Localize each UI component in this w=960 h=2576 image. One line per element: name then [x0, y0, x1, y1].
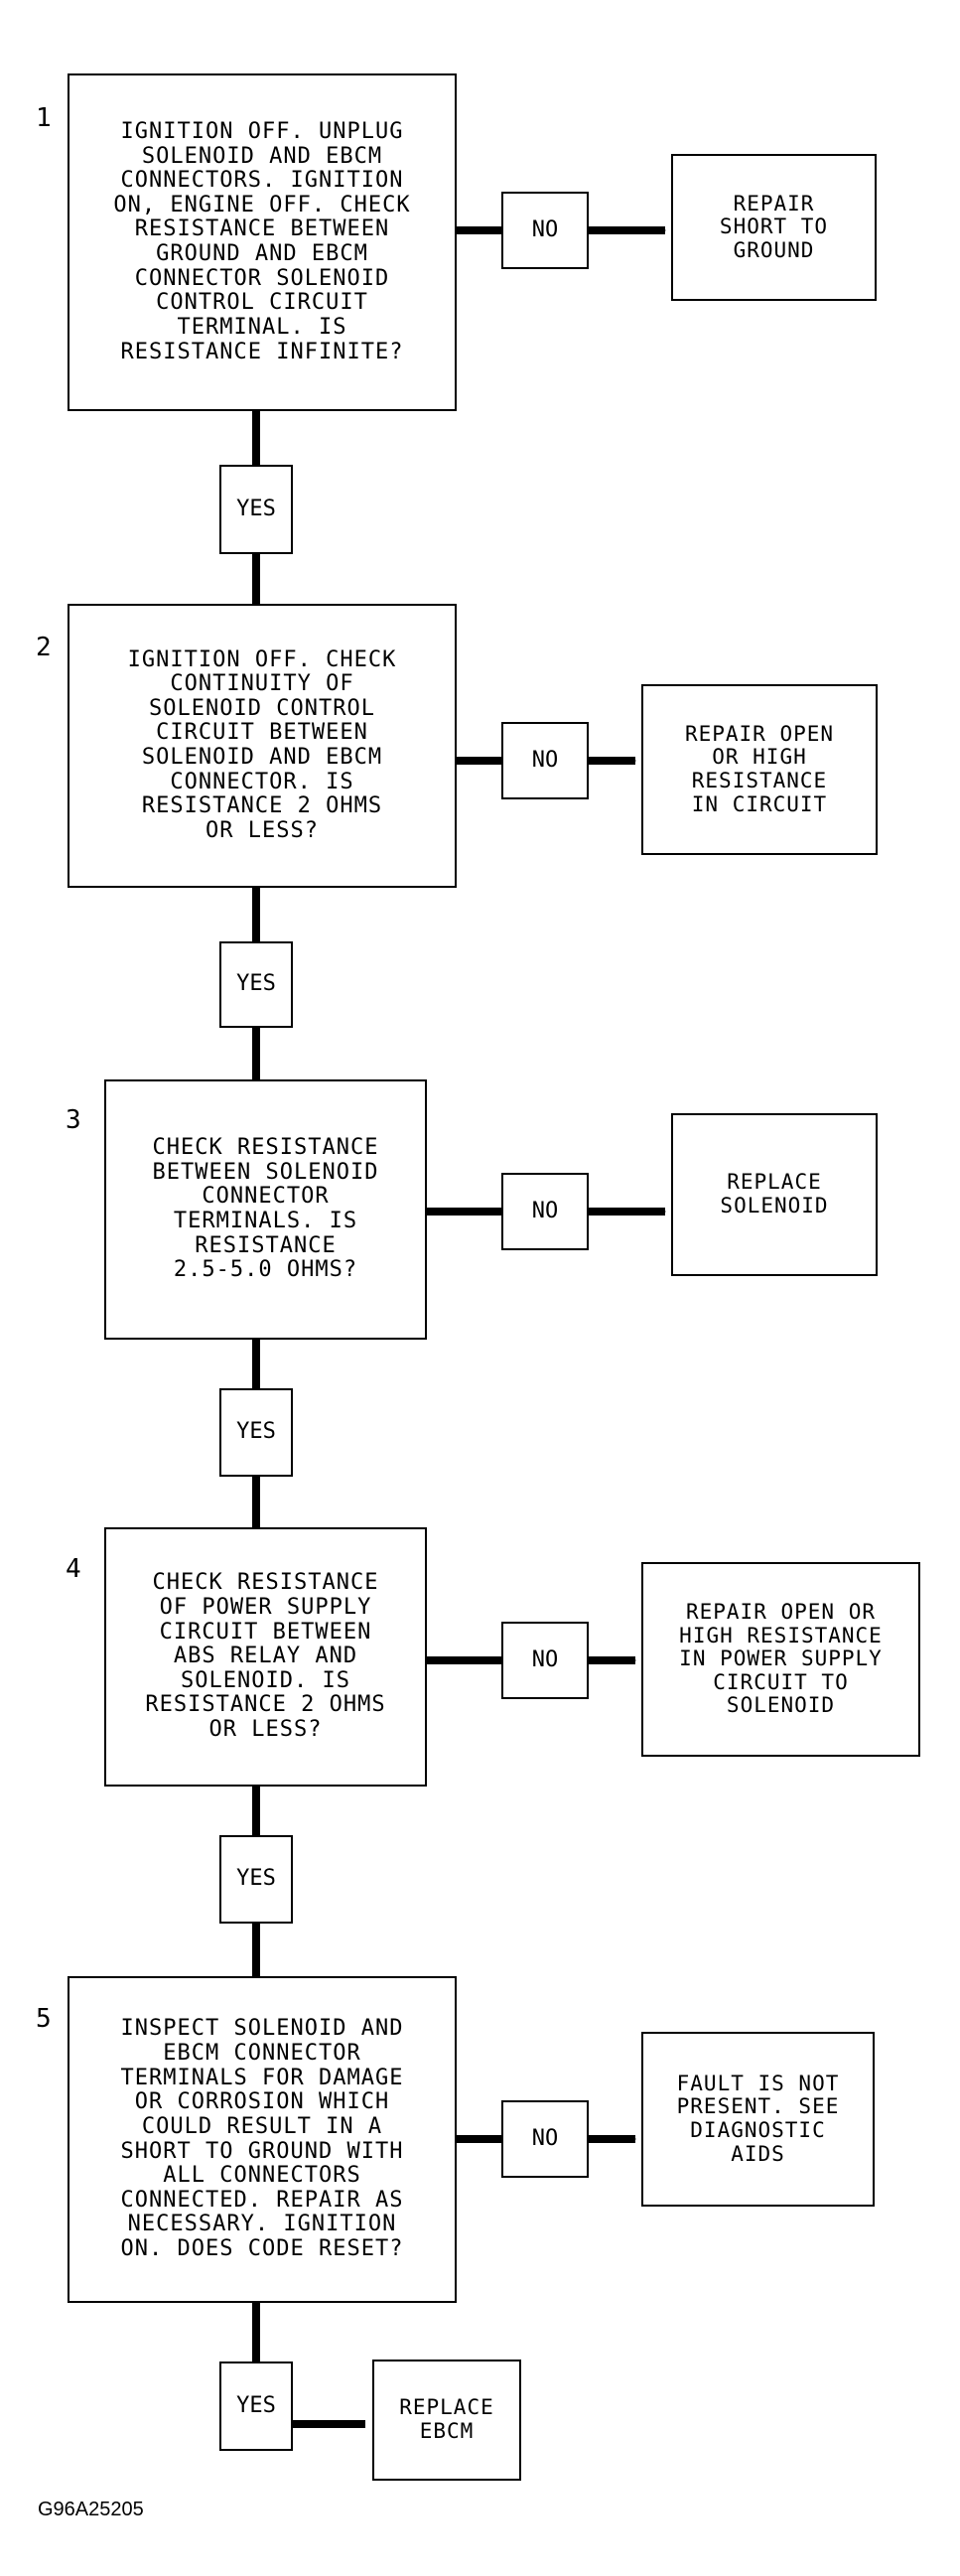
figure-id: G96A25205 [38, 2499, 144, 2520]
step-2-no-result: REPAIR OPEN OR HIGH RESISTANCE IN CIRCUI… [641, 684, 878, 855]
step-1-box: IGNITION OFF. UNPLUG SOLENOID AND EBCM C… [68, 73, 457, 411]
step-3-text: CHECK RESISTANCE BETWEEN SOLENOID CONNEC… [152, 1135, 379, 1283]
step-4-no-box: NO [501, 1622, 589, 1699]
step-1-no-result: REPAIR SHORT TO GROUND [671, 154, 877, 301]
step-4-yes-label: YES [236, 1866, 276, 1892]
step-2-no-box: NO [501, 722, 589, 799]
step-3-no-result-text: REPLACE SOLENOID [720, 1170, 829, 1217]
step-2-no-label: NO [531, 747, 559, 773]
step-1-yes-label: YES [236, 496, 276, 521]
final-result-text: REPLACE EBCM [399, 2395, 494, 2443]
step-1-no-result-text: REPAIR SHORT TO GROUND [719, 191, 829, 262]
step-3-no-result: REPLACE SOLENOID [671, 1113, 878, 1276]
step-4-no-result-text: REPAIR OPEN OR HIGH RESISTANCE IN POWER … [679, 1600, 883, 1718]
step-2-text: IGNITION OFF. CHECK CONTINUITY OF SOLENO… [127, 646, 397, 843]
step-1-no-box: NO [501, 192, 589, 269]
step-1-no-label: NO [531, 216, 559, 242]
step-4-text: CHECK RESISTANCE OF POWER SUPPLY CIRCUIT… [145, 1570, 386, 1743]
step-4-number: 4 [66, 1554, 81, 1584]
step-5-no-box: NO [501, 2100, 589, 2178]
step-4-box: CHECK RESISTANCE OF POWER SUPPLY CIRCUIT… [104, 1527, 427, 1787]
step-2-box: IGNITION OFF. CHECK CONTINUITY OF SOLENO… [68, 604, 457, 888]
step-1-number: 1 [36, 103, 52, 133]
step-1-text: IGNITION OFF. UNPLUG SOLENOID AND EBCM C… [113, 118, 411, 364]
step-5-no-result-text: FAULT IS NOT PRESENT. SEE DIAGNOSTIC AID… [676, 2071, 840, 2166]
step-4-no-result: REPAIR OPEN OR HIGH RESISTANCE IN POWER … [641, 1562, 920, 1757]
step-5-number: 5 [36, 2004, 52, 2034]
final-result-box: REPLACE EBCM [372, 2360, 521, 2481]
step-2-yes-label: YES [236, 971, 276, 997]
step-5-yes-box: YES [219, 2361, 293, 2451]
step-3-no-label: NO [531, 1198, 559, 1223]
step-5-no-result: FAULT IS NOT PRESENT. SEE DIAGNOSTIC AID… [641, 2032, 875, 2207]
step-3-number: 3 [66, 1105, 81, 1135]
step-4-no-label: NO [531, 1646, 559, 1672]
step-2-number: 2 [36, 633, 52, 662]
step-3-no-box: NO [501, 1173, 589, 1250]
step-2-yes-box: YES [219, 941, 293, 1028]
step-2-no-result-text: REPAIR OPEN OR HIGH RESISTANCE IN CIRCUI… [684, 721, 835, 816]
step-5-text: INSPECT SOLENOID AND EBCM CONNECTOR TERM… [120, 2016, 404, 2261]
step-5-yes-label: YES [236, 2392, 276, 2418]
step-4-yes-box: YES [219, 1835, 293, 1924]
step-5-no-label: NO [531, 2125, 559, 2151]
step-3-yes-box: YES [219, 1388, 293, 1477]
step-5-box: INSPECT SOLENOID AND EBCM CONNECTOR TERM… [68, 1976, 457, 2303]
step-1-yes-box: YES [219, 465, 293, 554]
step-3-box: CHECK RESISTANCE BETWEEN SOLENOID CONNEC… [104, 1079, 427, 1340]
step-3-yes-label: YES [236, 1419, 276, 1445]
